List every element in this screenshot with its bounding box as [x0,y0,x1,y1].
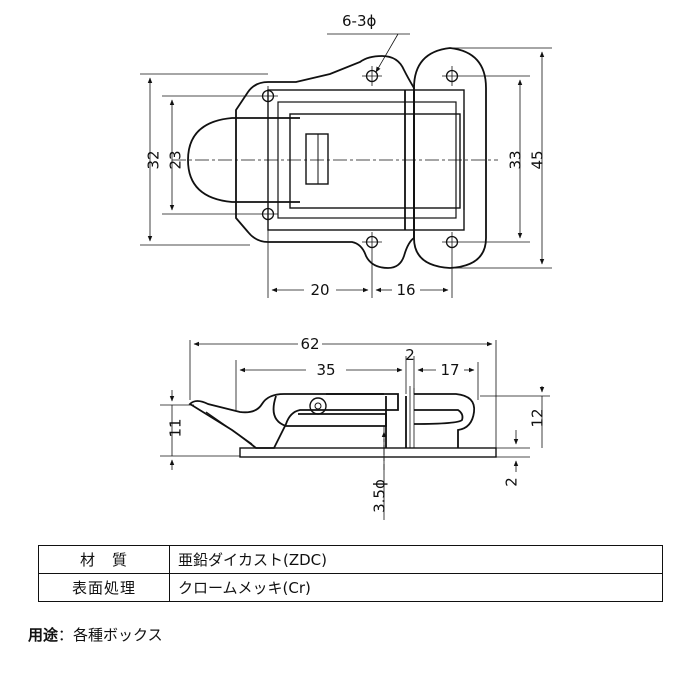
usage-value: 各種ボックス [73,626,163,644]
dim-total-length: 62 [300,335,319,353]
surface-treatment-value: クロームメッキ(Cr) [169,573,663,602]
usage-separator: ： [58,626,74,644]
material-label: 材 質 [38,545,170,574]
base-plate [239,447,497,458]
dim-side-right [480,386,550,472]
dim-left-height: 11 [167,418,185,437]
top-view: 6-3ϕ 32 23 33 45 [140,12,552,299]
catch-side-profile [413,393,476,448]
dim-height-right [452,47,552,269]
dim-plate-thickness: 2 [503,477,521,487]
dim-height-left-outer: 32 [145,150,163,169]
dim-pin-diameter: 3.5ϕ [371,479,389,513]
dim-side-top [189,340,497,448]
spec-table: 材 質 亜鉛ダイカスト(ZDC) 表面処理 クロームメッキ(Cr) [38,545,663,602]
dim-width-left: 20 [310,281,329,299]
dim-side-left [160,390,240,470]
dim-height-left [140,73,268,246]
usage-line: 用途：各種ボックス [28,624,163,645]
lever-side-inner [205,411,253,445]
dim-catch-length: 17 [440,361,459,379]
dim-height-right-inner: 33 [507,150,525,169]
material-value: 亜鉛ダイカスト(ZDC) [169,545,663,574]
dim-width-bottom [267,224,453,298]
dim-gap: 2 [405,346,415,364]
mounting-holes [258,66,462,252]
technical-drawing: 6-3ϕ 32 23 33 45 [140,12,552,520]
dim-height-left-inner: 23 [167,150,185,169]
dim-latch-length: 35 [316,361,335,379]
catch-plate-outline [413,47,487,269]
surface-treatment-label: 表面処理 [38,573,170,602]
dim-right-height: 12 [529,408,547,427]
pivot-pin [309,397,327,415]
lever-nose [187,117,300,203]
table-row: 材 質 亜鉛ダイカスト(ZDC) [38,545,663,574]
lever-slot [305,133,329,185]
latch-body-outline [235,55,415,269]
lever-side-profile [188,393,399,449]
side-view: 62 35 2 17 11 12 2 3.5ϕ [160,335,550,520]
usage-label: 用途 [28,626,59,644]
hinge-loop [272,395,387,427]
lever-plate [289,113,461,209]
holes-label: 6-3ϕ [342,12,376,30]
dim-height-right-outer: 45 [529,150,547,169]
table-row: 表面処理 クロームメッキ(Cr) [38,573,663,602]
dim-width-right: 16 [396,281,415,299]
